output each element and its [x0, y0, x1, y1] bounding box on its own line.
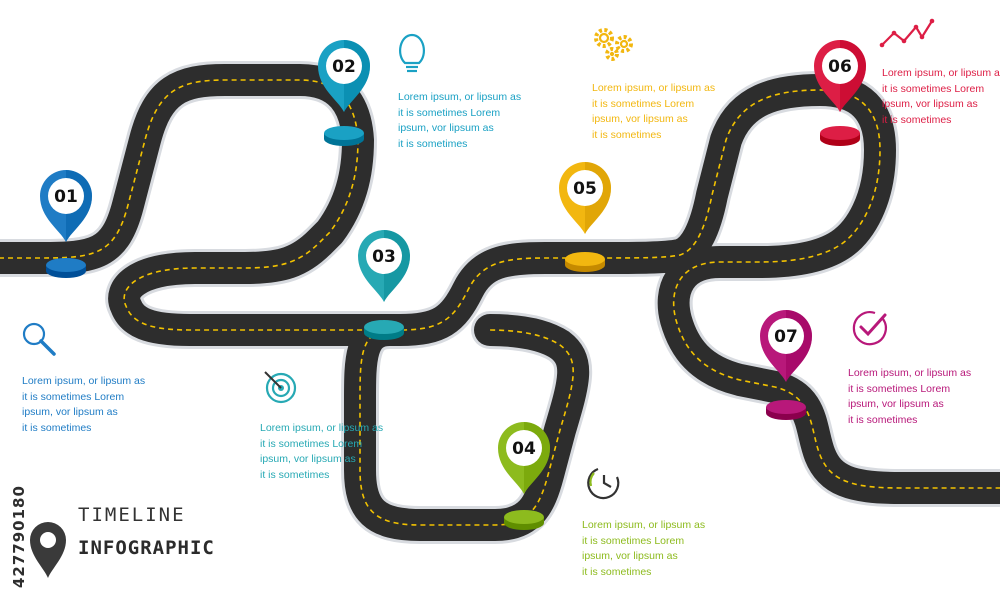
description-line: Lorem ipsum, or lipsum as — [260, 422, 384, 434]
step-disc-05 — [565, 252, 605, 272]
description-line: Lorem ipsum, or lipsum as — [848, 367, 972, 379]
description-line: Lorem ipsum, or lipsum as — [582, 519, 706, 531]
description-line: it is sometimes — [398, 137, 468, 150]
description-line: it is sometimes — [592, 128, 662, 141]
description-line: it is sometimes Lorem — [22, 390, 125, 403]
step-pin-05: 05 — [559, 162, 611, 234]
step-03-description: Lorem ipsum, or lipsum as it is sometimes… — [260, 421, 383, 483]
step-disc-04 — [504, 510, 544, 530]
description-line: it is sometimes Lorem — [582, 534, 685, 547]
description-line: Lorem ipsum, or lipsum as — [592, 82, 716, 94]
description-line: it is sometimes Lorem — [398, 106, 501, 119]
description-line: it is sometimes — [848, 413, 918, 426]
step-number: 03 — [372, 247, 396, 267]
step-pin-04: 04 — [498, 422, 550, 494]
description-line: ipsum, vor lipsum as — [592, 113, 688, 125]
step-pin-02: 02 — [318, 40, 370, 112]
description-line: Lorem ipsum, or lipsum as — [22, 375, 146, 387]
description-line: it is sometimes Lorem — [882, 82, 985, 95]
description-line: ipsum, vor lipsum as — [582, 550, 678, 562]
step-pin-03: 03 — [358, 230, 410, 302]
step-06-description: Lorem ipsum, or lipsum as it is sometimes… — [882, 66, 1000, 128]
step-pin-07: 07 — [760, 310, 812, 382]
step-disc-03 — [364, 320, 404, 340]
step-04-description: Lorem ipsum, or lipsum as it is sometimes… — [582, 518, 705, 580]
description-line: ipsum, vor lipsum as — [848, 398, 944, 410]
description-line: it is sometimes — [882, 113, 952, 126]
step-02-description: Lorem ipsum, or lipsum as it is sometimes… — [398, 90, 521, 152]
description-line: it is sometimes — [260, 468, 330, 481]
target-icon — [264, 371, 297, 404]
step-disc-01 — [46, 258, 86, 278]
description-line: ipsum, vor lipsum as — [22, 406, 118, 418]
step-number: 04 — [512, 439, 536, 459]
line-chart-icon — [879, 18, 935, 48]
watermark-text: 427790180 — [10, 485, 28, 588]
step-markers: 01 02 03 04 05 06 07 — [40, 40, 866, 530]
description-line: ipsum, vor lipsum as — [260, 453, 356, 465]
step-number: 01 — [54, 187, 78, 207]
title-line-2: INFOGRAPHIC — [78, 537, 215, 559]
step-pin-06: 06 — [814, 40, 866, 112]
description-line: it is sometimes Lorem — [848, 382, 951, 395]
checkmark-icon — [852, 311, 887, 346]
clock-icon — [587, 467, 620, 500]
step-icons — [22, 18, 935, 500]
step-number: 06 — [828, 57, 852, 77]
description-line: it is sometimes — [22, 421, 92, 434]
step-pin-01: 01 — [40, 170, 92, 242]
description-line: it is sometimes Lorem — [260, 437, 363, 450]
step-disc-07 — [766, 400, 806, 420]
description-line: it is sometimes Lorem — [592, 97, 695, 110]
description-line: Lorem ipsum, or lipsum as — [882, 67, 1000, 79]
description-line: ipsum, vor lipsum as — [882, 98, 978, 110]
description-line: it is sometimes — [582, 565, 652, 578]
lightbulb-icon — [399, 33, 425, 73]
step-07-description: Lorem ipsum, or lipsum as it is sometimes… — [848, 366, 971, 428]
step-disc-02 — [324, 126, 364, 146]
description-line: Lorem ipsum, or lipsum as — [398, 91, 522, 103]
step-number: 07 — [774, 327, 798, 347]
step-disc-06 — [820, 126, 860, 146]
location-pin-icon — [30, 522, 66, 578]
step-01-description: Lorem ipsum, or lipsum as it is sometimes… — [22, 374, 145, 436]
step-number: 02 — [332, 57, 356, 77]
magnifier-icon — [22, 322, 56, 356]
step-number: 05 — [573, 179, 597, 199]
title-line-1: TIMELINE — [78, 504, 186, 526]
gears-icon — [594, 28, 633, 61]
description-line: ipsum, vor lipsum as — [398, 122, 494, 134]
step-05-description: Lorem ipsum, or lipsum as it is sometimes… — [592, 81, 715, 143]
